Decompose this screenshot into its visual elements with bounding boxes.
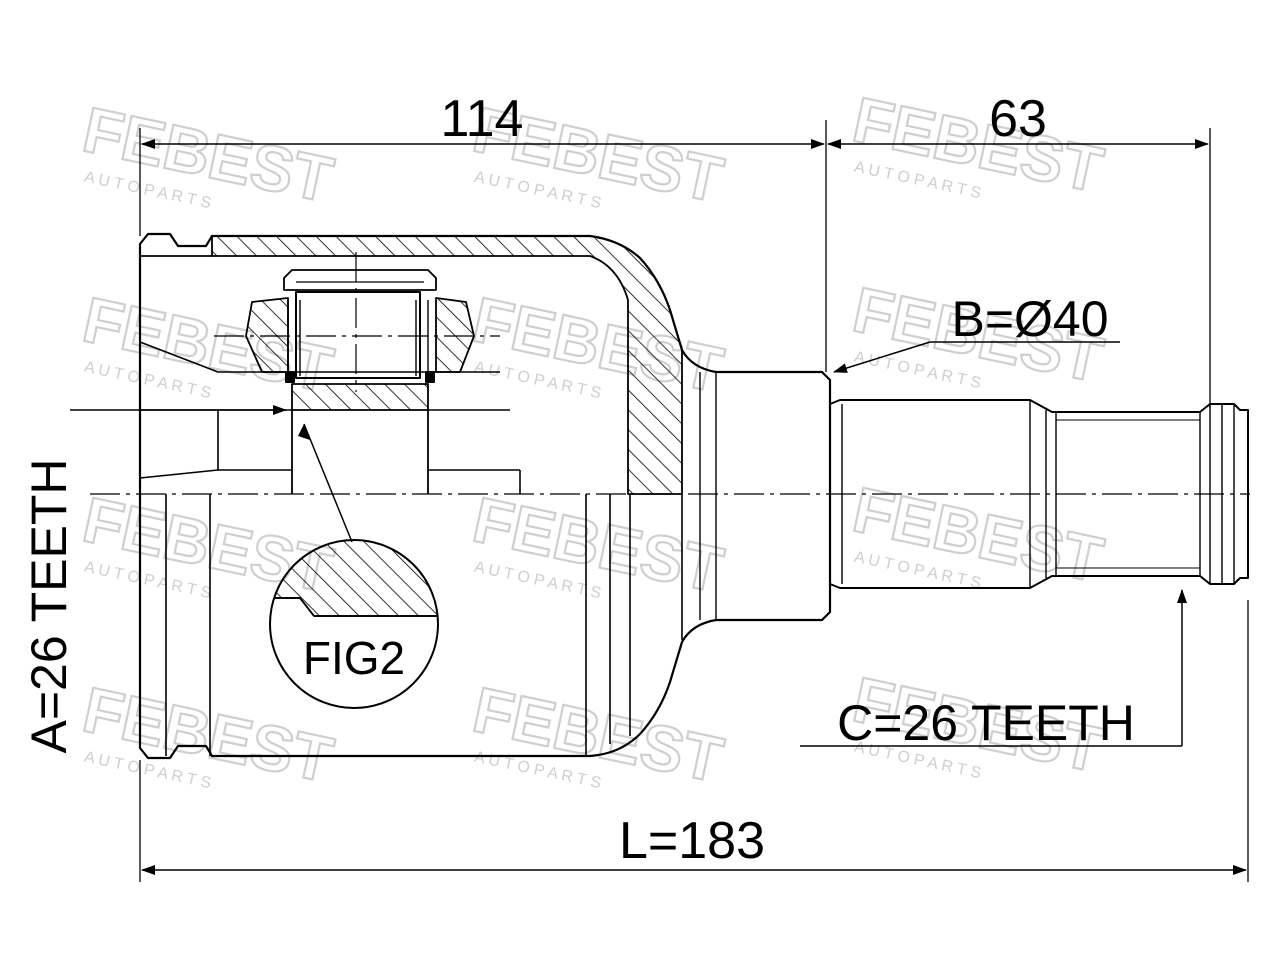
roller-bearing (245, 269, 475, 383)
dimension-114-label: 114 (441, 90, 524, 148)
shaft (829, 399, 1249, 589)
dimension-c-leader (800, 589, 1187, 747)
dimension-63 (827, 128, 1211, 408)
dimension-114 (139, 120, 827, 372)
housing-wall-hatch (211, 235, 683, 495)
dimension-a-label: A=26 TEETH (21, 458, 77, 753)
dimension-l-label: L=183 (619, 812, 765, 870)
tripod-spider (139, 341, 521, 494)
dimension-63-label: 63 (989, 90, 1047, 148)
fig2-label: FIG2 (303, 632, 405, 684)
dimension-b-label: B=Ø40 (951, 291, 1108, 347)
dimension-b-leader (833, 341, 1120, 373)
dimension-c-label: C=26 TEETH (837, 695, 1135, 751)
fig2-detail (269, 423, 439, 709)
dimension-l (139, 600, 1249, 882)
